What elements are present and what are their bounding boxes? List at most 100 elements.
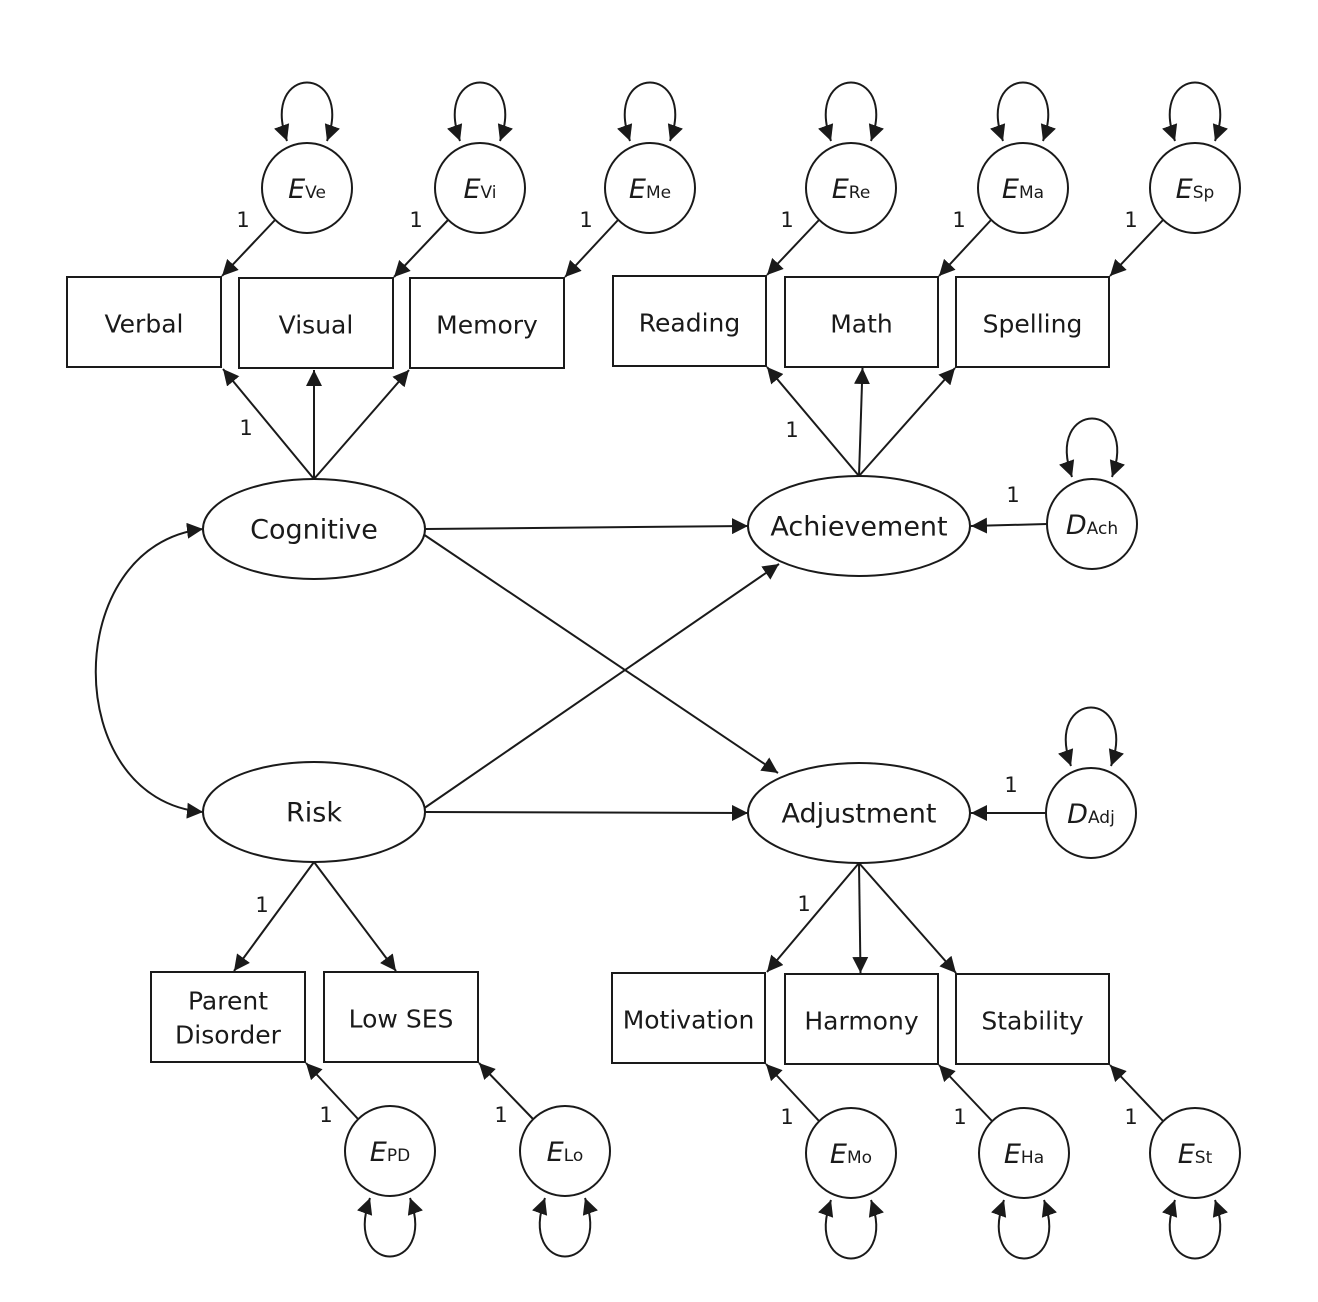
term-subscript: Sp bbox=[1193, 183, 1215, 203]
structural-path-cognitive-adjustment bbox=[422, 533, 779, 774]
variance-loop-mo bbox=[818, 1199, 884, 1260]
variance-loop-ve bbox=[274, 81, 340, 142]
loading-path-achievement-spelling bbox=[858, 367, 956, 477]
loading-label-ve: 1 bbox=[236, 208, 249, 232]
loading-label-cognitive-verbal: 1 bbox=[239, 416, 252, 440]
error-term-ma bbox=[977, 142, 1069, 234]
disturbance-label-adj: DAdj bbox=[1067, 799, 1115, 830]
variance-loop-st bbox=[1162, 1199, 1228, 1260]
covariance-path-cognitive-risk bbox=[94, 522, 204, 819]
error-term-ha bbox=[978, 1107, 1070, 1199]
term-subscript: Re bbox=[849, 183, 871, 203]
loading-label-disturbance-adj: 1 bbox=[1004, 773, 1017, 797]
indicator-box-parent bbox=[150, 971, 306, 1063]
indicator-box-math bbox=[784, 276, 939, 368]
disturbance-term-adj bbox=[1045, 767, 1137, 859]
error-label-mo: EMo bbox=[830, 1139, 872, 1170]
indicator-label-lowses: Low SES bbox=[349, 1005, 454, 1034]
disturbance-label-ach: DAch bbox=[1066, 510, 1118, 541]
term-symbol: E bbox=[830, 1139, 847, 1170]
variance-loop-ach bbox=[1059, 417, 1125, 478]
loading-label-sp: 1 bbox=[1124, 208, 1137, 232]
variance-loop-me bbox=[617, 81, 683, 142]
term-subscript: Me bbox=[646, 183, 671, 203]
error-path-ma bbox=[938, 219, 992, 277]
latent-factor-adjustment bbox=[747, 762, 971, 864]
error-label-ve: EVe bbox=[288, 174, 326, 205]
term-subscript: St bbox=[1195, 1148, 1213, 1168]
error-path-me bbox=[564, 219, 619, 278]
error-term-vi bbox=[434, 142, 526, 234]
error-term-me bbox=[604, 142, 696, 234]
structural-path-cognitive-achievement bbox=[424, 518, 749, 535]
term-symbol: E bbox=[1178, 1139, 1195, 1170]
loading-label-ma: 1 bbox=[952, 208, 965, 232]
loading-label-re: 1 bbox=[780, 208, 793, 232]
loading-label-adjustment-motivation: 1 bbox=[797, 892, 810, 916]
latent-label-cognitive: Cognitive bbox=[250, 515, 378, 546]
error-path-lo bbox=[478, 1062, 534, 1120]
error-label-ma: EMa bbox=[1002, 174, 1044, 205]
error-label-pd: EPD bbox=[370, 1137, 410, 1168]
indicator-label-harmony: Harmony bbox=[804, 1007, 918, 1036]
variance-loop-pd bbox=[357, 1197, 423, 1258]
loading-label-ha: 1 bbox=[953, 1105, 966, 1129]
latent-label-achievement: Achievement bbox=[770, 512, 947, 543]
term-subscript: Vi bbox=[481, 183, 497, 203]
loading-path-achievement-math bbox=[853, 367, 870, 477]
error-label-re: ERe bbox=[832, 174, 871, 205]
loading-label-mo: 1 bbox=[780, 1105, 793, 1129]
error-path-st bbox=[1109, 1064, 1164, 1122]
error-path-sp bbox=[1109, 219, 1164, 277]
term-symbol: E bbox=[1002, 174, 1019, 205]
indicator-box-memory bbox=[409, 277, 565, 369]
loading-path-risk-lowses bbox=[313, 861, 397, 972]
indicator-label-parent-line1: Parent bbox=[188, 987, 268, 1016]
latent-label-adjustment: Adjustment bbox=[781, 799, 936, 830]
indicator-label-spelling: Spelling bbox=[983, 310, 1083, 339]
indicator-box-reading bbox=[612, 275, 767, 367]
error-label-vi: EVi bbox=[463, 174, 496, 205]
variance-loop-ma bbox=[990, 81, 1056, 142]
error-label-me: EMe bbox=[629, 174, 671, 205]
error-term-lo bbox=[519, 1105, 611, 1197]
indicator-box-lowses bbox=[323, 971, 479, 1063]
term-symbol: D bbox=[1066, 510, 1087, 541]
term-symbol: E bbox=[547, 1137, 564, 1168]
term-symbol: E bbox=[832, 174, 849, 205]
structural-path-risk-achievement bbox=[422, 563, 780, 810]
indicator-box-harmony bbox=[784, 973, 939, 1065]
indicator-label-parent-line2: Disorder bbox=[175, 1021, 282, 1050]
term-subscript: Ve bbox=[305, 183, 326, 203]
loading-label-vi: 1 bbox=[409, 208, 422, 232]
variance-loop-lo bbox=[532, 1197, 598, 1258]
loading-label-pd: 1 bbox=[319, 1103, 332, 1127]
indicator-box-motivation bbox=[611, 972, 766, 1064]
variance-loop-re bbox=[818, 81, 884, 142]
latent-factor-risk bbox=[202, 761, 426, 863]
term-symbol: E bbox=[288, 174, 305, 205]
loading-path-cognitive-memory bbox=[313, 369, 410, 480]
term-subscript: Ma bbox=[1019, 183, 1044, 203]
error-label-lo: ELo bbox=[547, 1137, 584, 1168]
error-term-mo bbox=[805, 1107, 897, 1199]
loading-path-adjustment-harmony bbox=[852, 862, 869, 974]
loading-path-risk-parent bbox=[233, 861, 315, 972]
indicator-box-stability bbox=[955, 973, 1110, 1065]
indicator-label-memory: Memory bbox=[436, 311, 538, 340]
indicator-label-visual: Visual bbox=[279, 311, 354, 340]
term-symbol: D bbox=[1067, 799, 1088, 830]
term-symbol: E bbox=[463, 174, 480, 205]
error-path-ha bbox=[938, 1064, 993, 1122]
term-subscript: Ha bbox=[1021, 1148, 1044, 1168]
structural-path-risk-adjustment bbox=[424, 804, 749, 821]
indicator-box-spelling bbox=[955, 276, 1110, 368]
loading-label-risk-parent: 1 bbox=[255, 893, 268, 917]
term-symbol: E bbox=[370, 1137, 387, 1168]
error-term-re bbox=[805, 142, 897, 234]
loading-label-disturbance-ach: 1 bbox=[1006, 483, 1019, 507]
latent-factor-cognitive bbox=[202, 478, 426, 580]
variance-loop-ha bbox=[991, 1199, 1057, 1260]
disturbance-path-ach bbox=[970, 517, 1048, 534]
